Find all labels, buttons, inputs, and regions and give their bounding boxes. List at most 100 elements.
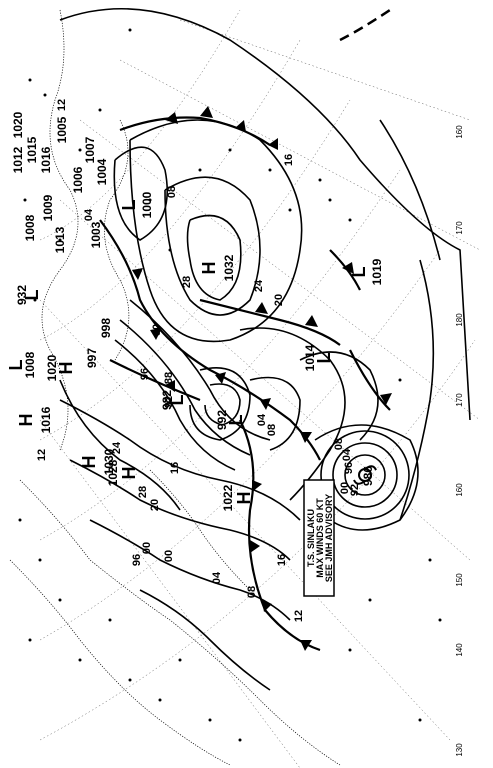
isobar-label: 04	[341, 448, 353, 461]
longitude-label: 140	[455, 643, 464, 657]
isobar-labels: 04 08 12 16 20 24 28 00 96 92 88 04 08 1…	[36, 99, 353, 622]
storm-isobar-label: 00	[339, 482, 351, 494]
isobar-label: 20	[273, 294, 285, 306]
top-cluster-values: 1012 1020 1015 1016 1005 1008 1009 1006 …	[11, 111, 113, 368]
isobar-label: 24	[111, 441, 123, 454]
high-value: 1028	[106, 459, 120, 486]
advisory-line-3: SEE JMH ADVISORY	[324, 494, 334, 582]
tropical-storm: 986 96 00 92	[339, 462, 377, 496]
isobar-label: 04	[211, 571, 223, 584]
high-pressure-centers: H 1032 H 1030 H 1028 H 1022 H 1016 H 102…	[16, 254, 254, 511]
low-value: 1019	[370, 258, 384, 285]
isobar-label: 00	[151, 324, 163, 336]
cluster-value: 1009	[41, 194, 55, 221]
low-value: 1000	[140, 191, 154, 218]
storm-isobars	[314, 424, 419, 531]
isobar-label: 12	[56, 99, 68, 111]
cluster-value: 1005	[55, 116, 69, 143]
low-letter: L	[349, 267, 369, 278]
isobar-label: 24	[253, 279, 265, 292]
low-letter: L	[6, 360, 26, 371]
isobar-label: 08	[246, 586, 258, 598]
low-value: 992	[215, 410, 229, 430]
isobar-label: 08	[166, 186, 178, 198]
cluster-value: 1003	[89, 221, 103, 248]
low-letter: L	[314, 353, 334, 364]
high-letter: H	[79, 456, 99, 469]
low-center: L 1019	[349, 258, 384, 285]
storm-isobar-label: 96	[343, 462, 355, 474]
isobar-label: 16	[276, 554, 288, 566]
low-center: L 982	[160, 390, 187, 410]
high-center: H 1032	[199, 254, 236, 281]
cluster-value: 1007	[83, 136, 97, 163]
isobar-label: 20	[149, 499, 161, 511]
low-pressure-centers: L 1000 L 1019 L 1014 L 992 L 982 L 932 L…	[6, 191, 384, 430]
high-value: 1020	[45, 354, 59, 381]
low-center: L 992	[215, 410, 246, 430]
advisory-line-2: MAX WINDS 60 KT	[315, 498, 325, 578]
cluster-value: 1016	[39, 146, 53, 173]
high-center: H 1028	[106, 459, 139, 486]
cluster-value: 1008	[23, 214, 37, 241]
low-letter: L	[119, 200, 139, 211]
cluster-value: 1020	[11, 111, 25, 138]
longitude-label: 170	[455, 393, 464, 407]
graticule	[39, 9, 481, 768]
isobar-label: 92	[163, 396, 175, 408]
advisory-line-1: T.S. SINLAKU	[306, 509, 316, 567]
low-center: L 1000	[119, 191, 154, 218]
low-value: 1014	[303, 344, 317, 371]
low-center: L 932	[15, 285, 42, 305]
low-letter: L	[226, 415, 246, 426]
cluster-value: 1013	[53, 226, 67, 253]
isobar-label: 12	[36, 449, 48, 461]
high-value: 1022	[221, 484, 235, 511]
low-letter: L	[167, 395, 187, 406]
longitude-labels: 170 160 150 140 130 180 170 160	[455, 125, 464, 757]
advisory-box	[303, 479, 335, 597]
high-letter: H	[234, 492, 254, 505]
high-center: H 1022	[221, 484, 254, 511]
isobar-label: 88	[163, 372, 175, 384]
high-value: 1030	[102, 448, 116, 475]
high-letter: H	[16, 414, 36, 427]
coastlines	[9, 9, 341, 766]
storm-advisory: T.S. SINLAKU MAX WINDS 60 KT SEE JMH ADV…	[303, 479, 335, 597]
isobar-label: 28	[181, 276, 193, 288]
longitude-label: 150	[455, 573, 464, 587]
high-center: H 1030	[79, 448, 116, 475]
storm-isobar-label: 92	[349, 484, 361, 496]
cluster-value: 997	[85, 348, 99, 368]
low-center: L 1008	[6, 351, 37, 378]
station-observations	[18, 28, 442, 742]
isobars	[59, 7, 471, 691]
storm-pressure: 986	[361, 466, 375, 486]
isobar-label: 16	[169, 462, 181, 474]
low-center: L 1014	[303, 344, 334, 371]
isobar-label: 16	[283, 154, 295, 166]
cluster-value: 1015	[25, 136, 39, 163]
isobar-label: 04	[83, 208, 95, 221]
longitude-label: 160	[455, 125, 464, 139]
high-center: H 1020	[45, 354, 76, 381]
high-letter: H	[119, 467, 139, 480]
low-value: 982	[160, 390, 174, 410]
fronts	[99, 8, 391, 652]
high-letter: H	[199, 262, 219, 275]
isobar-label: 00	[141, 542, 153, 554]
isobar-label: 04	[256, 413, 268, 426]
front-teeth	[132, 106, 392, 651]
longitude-label: 180	[455, 313, 464, 327]
isobar-label: 00	[163, 550, 175, 562]
high-value: 1032	[222, 254, 236, 281]
isobar-label: 96	[139, 368, 151, 380]
high-letter: H	[56, 362, 76, 375]
low-letter: L	[22, 290, 42, 301]
low-value: 932	[15, 285, 29, 305]
longitude-label: 170	[455, 221, 464, 235]
low-value: 1008	[23, 351, 37, 378]
cluster-value: 1006	[71, 166, 85, 193]
isobar-label: 08	[333, 438, 345, 450]
longitude-label: 130	[455, 743, 464, 757]
